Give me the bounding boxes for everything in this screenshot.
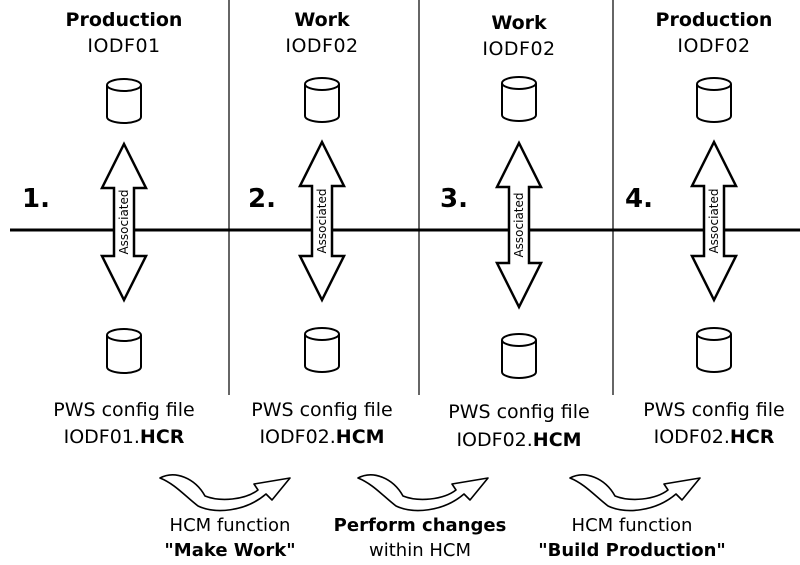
- transition-action: within HCM: [369, 540, 471, 561]
- iodf-name: IODF02: [482, 38, 556, 60]
- iodf-state-label: Production: [65, 9, 183, 31]
- config-file-name: IODF01.HCR: [64, 426, 185, 448]
- config-file-name: IODF02.HCR: [654, 426, 775, 448]
- double-arrow-icon: Associated: [494, 140, 544, 310]
- database-icon: [106, 78, 142, 124]
- double-arrow-icon: Associated: [99, 141, 149, 303]
- database-icon: [696, 327, 732, 373]
- associated-label: Associated: [707, 188, 721, 253]
- iodf-state-label: Work: [491, 12, 547, 34]
- step-number: 3.: [440, 184, 468, 214]
- file-extension: HCM: [335, 426, 385, 448]
- transition-label: Perform changes: [333, 515, 507, 536]
- database-icon: [501, 333, 537, 379]
- associated-label: Associated: [315, 188, 329, 253]
- step-number: 4.: [625, 184, 653, 214]
- transition-label: HCM function: [571, 515, 693, 536]
- file-extension: HCR: [139, 426, 185, 448]
- database-icon: [501, 76, 537, 122]
- transition-action: "Build Production": [538, 540, 726, 561]
- double-arrow-icon: Associated: [689, 139, 739, 303]
- iodf-state-label: Production: [655, 9, 773, 31]
- file-base: IODF02.: [456, 429, 533, 451]
- pws-config-label: PWS config file: [643, 399, 785, 421]
- step-number: 2.: [248, 184, 276, 214]
- iodf-name: IODF02: [285, 35, 359, 57]
- associated-label: Associated: [117, 189, 131, 254]
- file-base: IODF01.: [63, 426, 140, 448]
- iodf-name: IODF01: [87, 35, 161, 57]
- file-extension: HCR: [729, 426, 775, 448]
- config-file-name: IODF02.HCM: [456, 429, 581, 451]
- curved-arrow-icon: [569, 474, 701, 512]
- double-arrow-icon: Associated: [297, 139, 347, 303]
- step-number: 1.: [22, 184, 50, 214]
- file-base: IODF02.: [259, 426, 336, 448]
- database-icon: [106, 328, 142, 374]
- file-base: IODF02.: [653, 426, 730, 448]
- database-icon: [304, 327, 340, 373]
- pws-config-label: PWS config file: [251, 399, 393, 421]
- database-icon: [696, 77, 732, 123]
- database-icon: [304, 77, 340, 123]
- associated-label: Associated: [512, 192, 526, 257]
- curved-arrow-icon: [159, 474, 291, 512]
- curved-arrow-icon: [357, 474, 489, 512]
- file-extension: HCM: [532, 429, 582, 451]
- transition-action: "Make Work": [164, 540, 296, 561]
- iodf-name: IODF02: [677, 35, 751, 57]
- iodf-state-label: Work: [294, 9, 350, 31]
- config-file-name: IODF02.HCM: [259, 426, 384, 448]
- pws-config-label: PWS config file: [53, 399, 195, 421]
- pws-config-label: PWS config file: [448, 401, 590, 423]
- transition-label: HCM function: [169, 515, 291, 536]
